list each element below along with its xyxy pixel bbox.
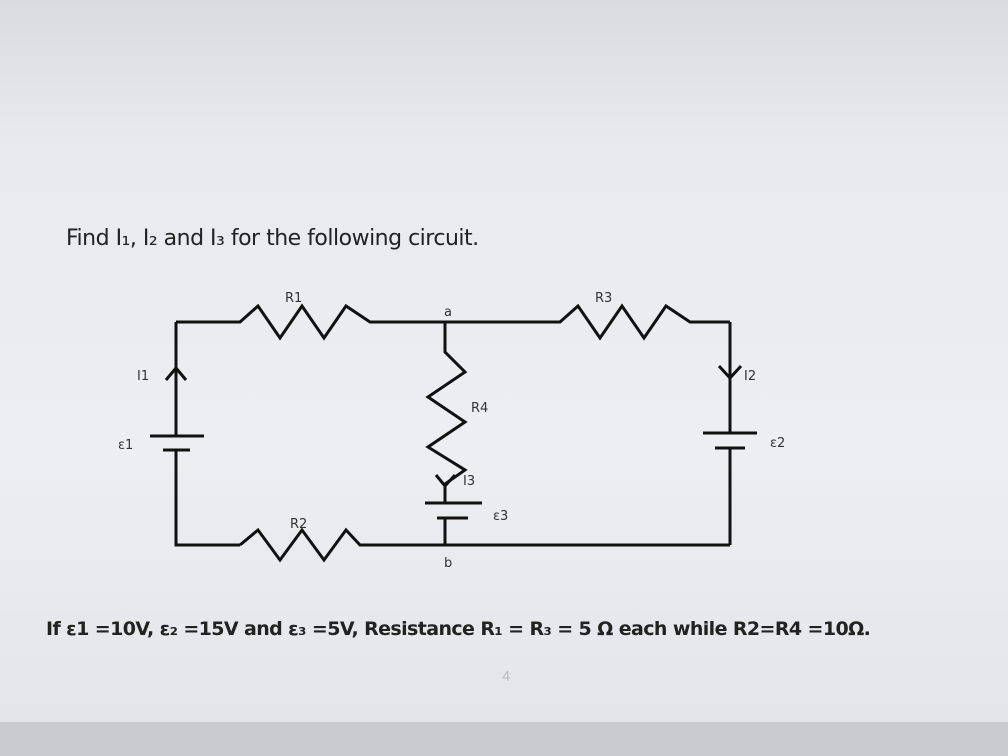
r2-label: R2	[290, 517, 307, 532]
left-wire-lower	[174, 450, 240, 547]
question-text: Find I₁, I₂ and I₃ for the following cir…	[66, 226, 479, 251]
screen-bottom-bar	[0, 722, 1008, 756]
e3-label: ε3	[493, 509, 508, 524]
i3-label: I3	[463, 474, 475, 489]
e1-label: ε1	[118, 438, 133, 453]
i2-label: I2	[744, 369, 756, 384]
i1-arrow-icon	[164, 365, 188, 381]
r3-label: R3	[595, 291, 612, 306]
r4-label: R4	[471, 401, 488, 416]
i3-arrow-icon	[434, 473, 457, 489]
node-a-label: a	[444, 305, 452, 320]
top-wire-r3	[445, 303, 730, 341]
node-b-label: b	[444, 556, 452, 571]
r1-label: R1	[285, 291, 302, 306]
bottom-wire-r2	[239, 527, 730, 563]
i2-arrow-icon	[717, 364, 743, 381]
middle-wire-r4	[425, 322, 468, 503]
i1-label: I1	[137, 369, 149, 384]
given-values-text: If ε1 =10V, ε₂ =15V and ε₃ =5V, Resistan…	[46, 618, 871, 640]
top-wire-r1	[176, 303, 445, 341]
e2-label: ε2	[770, 436, 785, 451]
page-number: 4	[502, 668, 511, 685]
